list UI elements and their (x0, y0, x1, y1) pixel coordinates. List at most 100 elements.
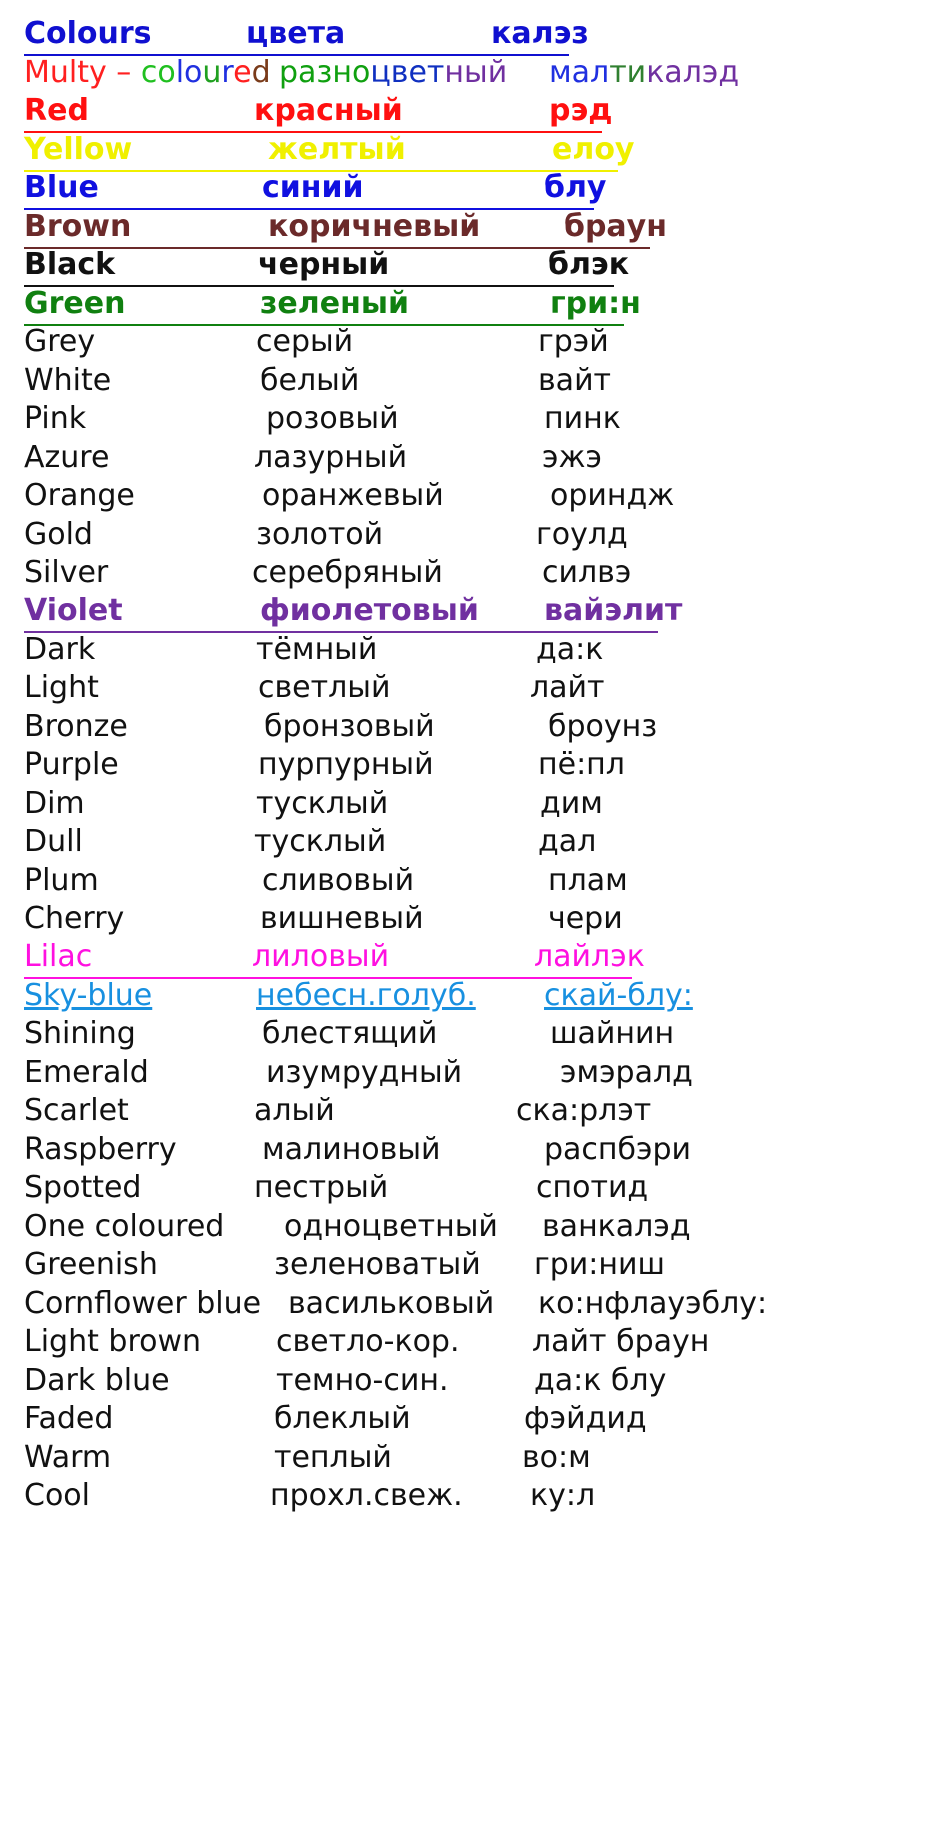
vocab-row: Gold золотой гоулд (24, 515, 904, 561)
row-underline (24, 54, 569, 56)
vocab-row: Cherry вишневый чери (24, 899, 904, 945)
transcription: ориндж (550, 478, 675, 513)
transcription: пё:пл (538, 747, 625, 782)
russian-word: блеклый (274, 1401, 411, 1436)
english-word: Faded (24, 1401, 114, 1436)
vocab-row: Faded блеклый фэйдид (24, 1399, 904, 1445)
english-word: Yellow (24, 132, 133, 167)
row-underline (24, 170, 618, 172)
transcription: во:м (522, 1440, 591, 1475)
russian-word: васильковый (288, 1286, 495, 1321)
transcription: блу (544, 170, 607, 205)
english-word: Purple (24, 747, 119, 782)
english-word: Blue (24, 170, 99, 205)
transcription: лайт браун (532, 1324, 710, 1359)
vocab-row: Black черный блэк (24, 245, 904, 291)
english-word: Azure (24, 440, 110, 475)
english-word: White (24, 363, 112, 398)
transcription: чери (548, 901, 623, 936)
russian-word: красный (254, 93, 403, 128)
english-word: Scarlet (24, 1093, 129, 1128)
english-word: Emerald (24, 1055, 149, 1090)
russian-word: светлый (258, 670, 391, 705)
russian-word: серебряный (252, 555, 443, 590)
transcription: лайт (530, 670, 605, 705)
english-word: Dark (24, 632, 96, 667)
russian-word: зеленоватый (274, 1247, 481, 1282)
transcription: да:к блу (534, 1363, 667, 1398)
english-word: Grey (24, 324, 96, 359)
russian-word: сливовый (262, 863, 415, 898)
transcription: лайлэк (534, 939, 645, 974)
russian-word: прохл.свеж. (270, 1478, 463, 1513)
transcription: силвэ (542, 555, 632, 590)
russian-word: теплый (274, 1440, 392, 1475)
transcription: вайэлит (544, 593, 683, 628)
russian-word: синий (262, 170, 364, 205)
russian-word: зеленый (260, 286, 409, 321)
row-underline (24, 285, 614, 287)
transcription: ванкалэд (542, 1209, 691, 1244)
russian-word: желтый (268, 132, 406, 167)
russian-word: тусклый (254, 824, 387, 859)
transcription: пинк (544, 401, 621, 436)
english-word: Dim (24, 786, 85, 821)
english-word: Plum (24, 863, 99, 898)
transcription: грэй (538, 324, 609, 359)
english-word: Bronze (24, 709, 128, 744)
transcription: фэйдид (524, 1401, 647, 1436)
russian-word: оранжевый (262, 478, 444, 513)
russian-word: розовый (266, 401, 399, 436)
transcription: вайт (538, 363, 612, 398)
russian-word: пестрый (254, 1170, 389, 1205)
english-word: Spotted (24, 1170, 142, 1205)
row-underline (24, 631, 658, 633)
transcription: гри:ниш (534, 1247, 665, 1282)
english-word: Gold (24, 517, 93, 552)
row-underline (24, 131, 602, 133)
english-word: Black (24, 247, 116, 282)
transcription: блэк (548, 247, 630, 282)
english-word: Dark blue (24, 1363, 170, 1398)
russian-word: светло-кор. (276, 1324, 460, 1359)
transcription: калэз (491, 16, 589, 51)
english-word: Violet (24, 593, 123, 628)
transcription: дим (540, 786, 603, 821)
russian-word: бронзовый (264, 709, 435, 744)
english-word: Cool (24, 1478, 90, 1513)
russian-word: черный (258, 247, 390, 282)
transcription: броунз (548, 709, 658, 744)
russian-word: алый (254, 1093, 335, 1128)
english-word: Red (24, 93, 89, 128)
russian-word: темно-син. (276, 1363, 449, 1398)
transcription: гри:н (550, 286, 641, 321)
english-word: Colours (24, 16, 152, 51)
russian-word: золотой (256, 517, 384, 552)
english-word: Cherry (24, 901, 125, 936)
transcription: браун (564, 209, 667, 244)
row-underline (24, 977, 632, 979)
transcription: гоулд (536, 517, 628, 552)
russian-word: вишневый (260, 901, 424, 936)
english-word: Raspberry (24, 1132, 177, 1167)
russian-word: лиловый (252, 939, 390, 974)
transcription: скай-блу: (544, 978, 693, 1013)
